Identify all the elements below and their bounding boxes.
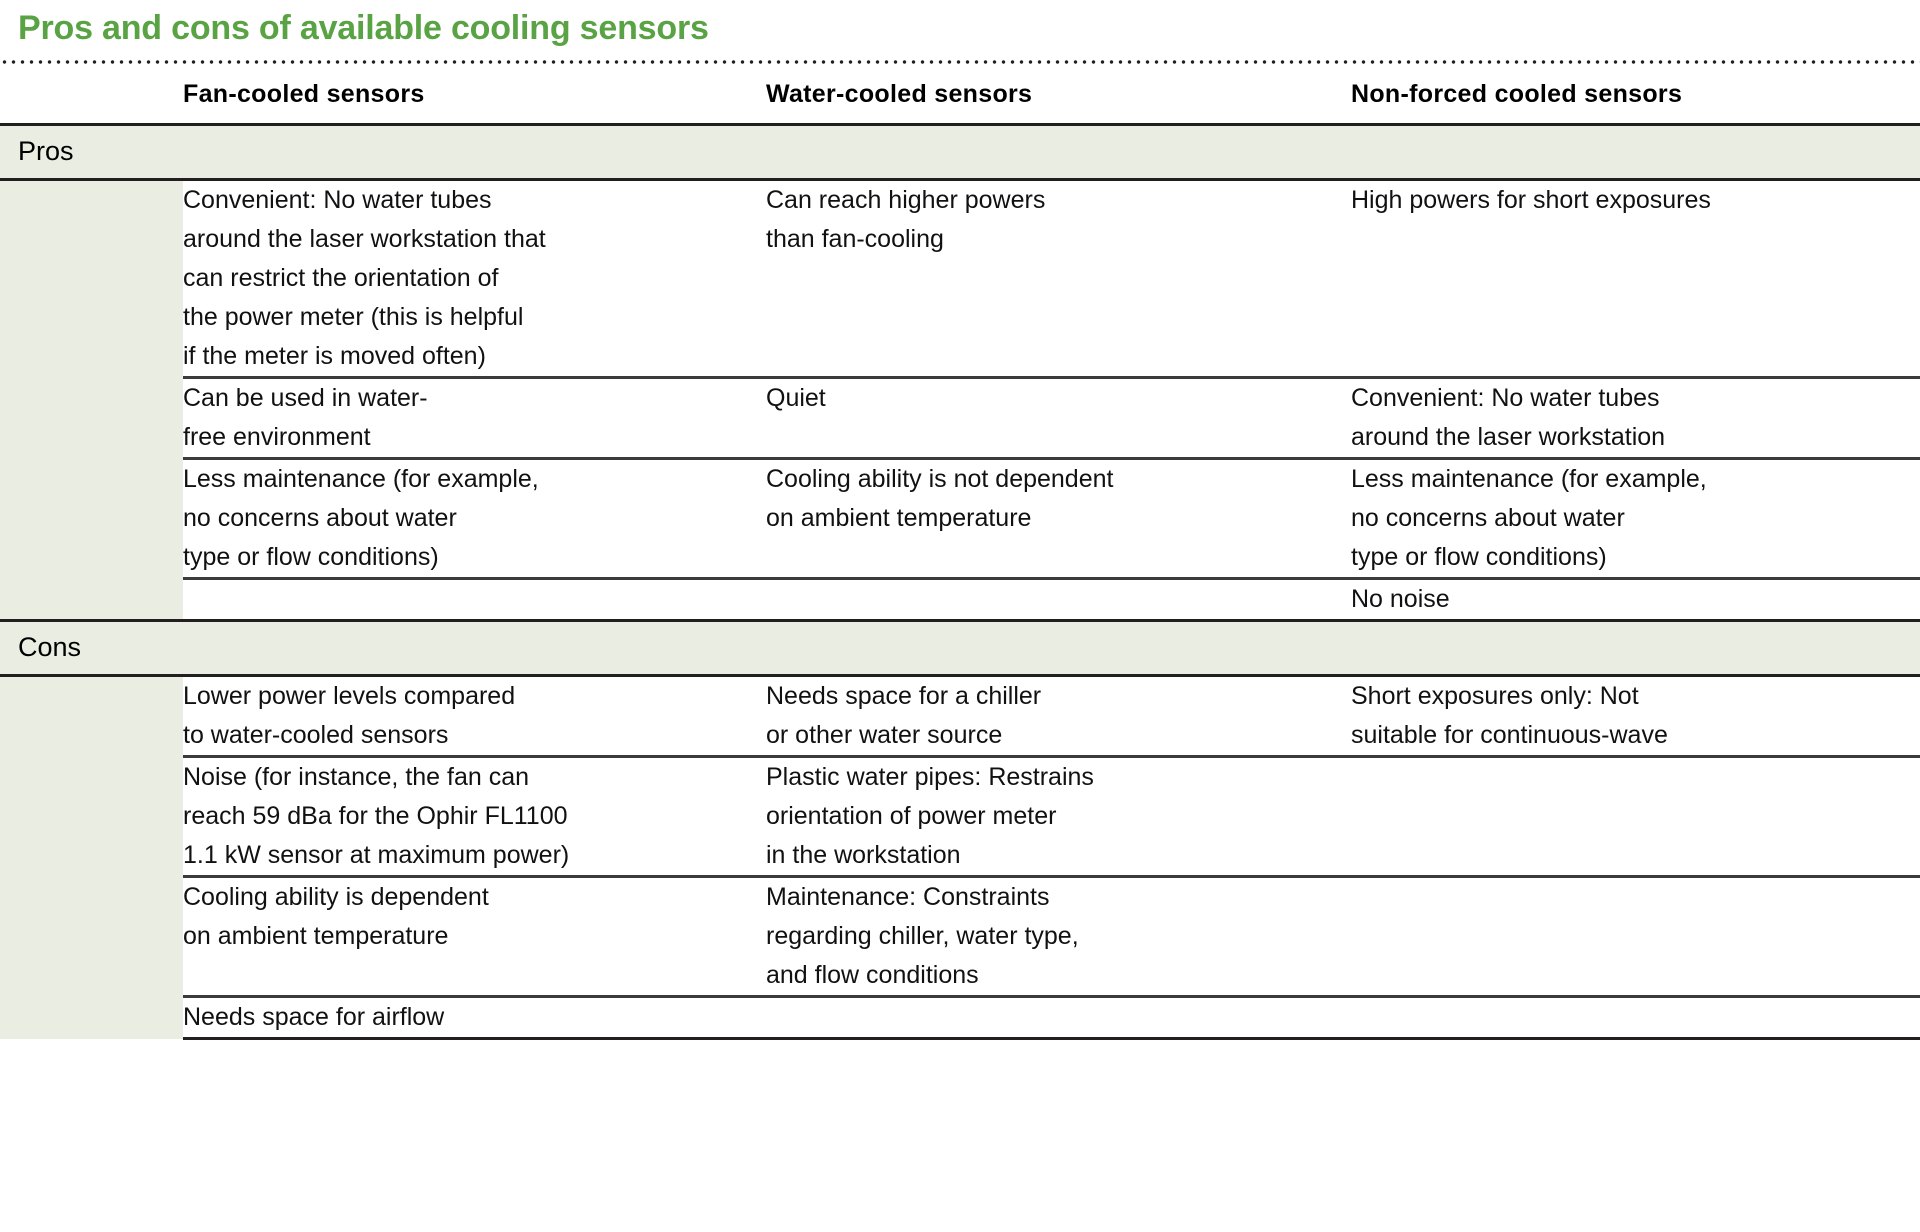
cell-text: Lower power levels compared to water-coo… xyxy=(183,682,516,749)
table-row: Noise (for instance, the fan can reach 5… xyxy=(0,756,1920,878)
cell-text: Plastic water pipes: Restrains orientati… xyxy=(766,763,1094,869)
column-header-fan: Fan-cooled sensors xyxy=(183,64,766,125)
cell-text xyxy=(1351,878,1920,879)
cell-fan xyxy=(183,578,766,622)
column-header-label: Water-cooled sensors xyxy=(766,80,1033,108)
section-header-cell: Pros xyxy=(0,123,1920,181)
cell-nonforced xyxy=(1351,756,1920,878)
cell-water: Maintenance: Constraints regarding chill… xyxy=(766,876,1351,998)
column-header-nonforced: Non-forced cooled sensors xyxy=(1351,64,1920,125)
cell-text xyxy=(1351,998,1920,999)
cell-text: Maintenance: Constraints regarding chill… xyxy=(766,883,1079,989)
cell-text: Needs space for airflow xyxy=(183,1003,445,1031)
cell-fan: Cooling ability is dependent on ambient … xyxy=(183,876,766,998)
cell-text: Short exposures only: Not suitable for c… xyxy=(1351,682,1668,749)
cell-text: Less maintenance (for example, no concer… xyxy=(1351,465,1707,571)
column-header-band xyxy=(0,64,183,125)
cell-nonforced: Convenient: No water tubes around the la… xyxy=(1351,377,1920,460)
row-side-band xyxy=(0,876,183,997)
cell-water: Cooling ability is not dependent on ambi… xyxy=(766,458,1351,580)
section-label: Cons xyxy=(18,632,82,662)
cell-fan: Less maintenance (for example, no concer… xyxy=(183,458,766,580)
cell-text: Noise (for instance, the fan can reach 5… xyxy=(183,763,570,869)
table-row: No noise xyxy=(0,578,1920,622)
column-header-row: Fan-cooled sensors Water-cooled sensors No… xyxy=(0,64,1920,125)
cell-text: Convenient: No water tubes around the la… xyxy=(1351,384,1666,451)
cell-text xyxy=(766,998,1351,999)
cell-water: Plastic water pipes: Restrains orientati… xyxy=(766,756,1351,878)
cell-nonforced: Short exposures only: Not suitable for c… xyxy=(1351,675,1920,758)
cell-text: Cooling ability is dependent on ambient … xyxy=(183,883,489,950)
dotted-divider xyxy=(0,60,1920,64)
row-side-band xyxy=(0,996,183,1039)
cell-water: Needs space for a chiller or other water… xyxy=(766,675,1351,758)
cell-text: Less maintenance (for example, no concer… xyxy=(183,465,539,571)
section-header-row: Pros xyxy=(0,123,1920,181)
cell-nonforced: No noise xyxy=(1351,578,1920,622)
column-header-water: Water-cooled sensors xyxy=(766,64,1351,125)
cell-text: Cooling ability is not dependent on ambi… xyxy=(766,465,1114,532)
cell-water: Quiet xyxy=(766,377,1351,460)
cell-text: High powers for short exposures xyxy=(1351,186,1711,214)
cell-text xyxy=(766,580,1351,581)
table-row: Needs space for airflow xyxy=(0,996,1920,1040)
cell-nonforced xyxy=(1351,996,1920,1040)
row-side-band xyxy=(0,675,183,757)
cell-fan: Convenient: No water tubes around the la… xyxy=(183,179,766,379)
table-row: Can be used in water- free environment Qu… xyxy=(0,377,1920,460)
column-header-label: Fan-cooled sensors xyxy=(183,80,425,108)
cell-fan: Noise (for instance, the fan can reach 5… xyxy=(183,756,766,878)
section-header-cell: Cons xyxy=(0,619,1920,677)
row-side-band xyxy=(0,458,183,579)
section-header-row: Cons xyxy=(0,619,1920,677)
cell-text: Needs space for a chiller or other water… xyxy=(766,682,1042,749)
table-row: Convenient: No water tubes around the la… xyxy=(0,179,1920,379)
cell-nonforced: High powers for short exposures xyxy=(1351,179,1920,379)
column-header-label: Non-forced cooled sensors xyxy=(1351,80,1683,108)
table-row: Lower power levels compared to water-coo… xyxy=(0,675,1920,758)
cell-text xyxy=(1351,758,1920,759)
row-side-band xyxy=(0,578,183,621)
row-side-band xyxy=(0,179,183,378)
row-side-band xyxy=(0,756,183,877)
cell-nonforced: Less maintenance (for example, no concer… xyxy=(1351,458,1920,580)
table-row: Less maintenance (for example, no concer… xyxy=(0,458,1920,580)
cell-water: Can reach higher powers than fan-cooling xyxy=(766,179,1351,379)
cell-text: Can be used in water- free environment xyxy=(183,384,428,451)
cell-water xyxy=(766,996,1351,1040)
cell-nonforced xyxy=(1351,876,1920,998)
cell-fan: Lower power levels compared to water-coo… xyxy=(183,675,766,758)
page-title: Pros and cons of available cooling senso… xyxy=(18,9,709,47)
cell-text: No noise xyxy=(1351,585,1450,613)
cell-text: Quiet xyxy=(766,384,826,412)
section-label: Pros xyxy=(18,136,74,166)
table-row: Cooling ability is dependent on ambient … xyxy=(0,876,1920,998)
row-side-band xyxy=(0,377,183,459)
title-block: Pros and cons of available cooling senso… xyxy=(0,0,1920,58)
cell-text: Convenient: No water tubes around the la… xyxy=(183,186,546,370)
cell-fan: Can be used in water- free environment xyxy=(183,377,766,460)
cell-text: Can reach higher powers than fan-cooling xyxy=(766,186,1046,253)
cell-fan: Needs space for airflow xyxy=(183,996,766,1040)
cell-text xyxy=(183,580,766,581)
cell-water xyxy=(766,578,1351,622)
